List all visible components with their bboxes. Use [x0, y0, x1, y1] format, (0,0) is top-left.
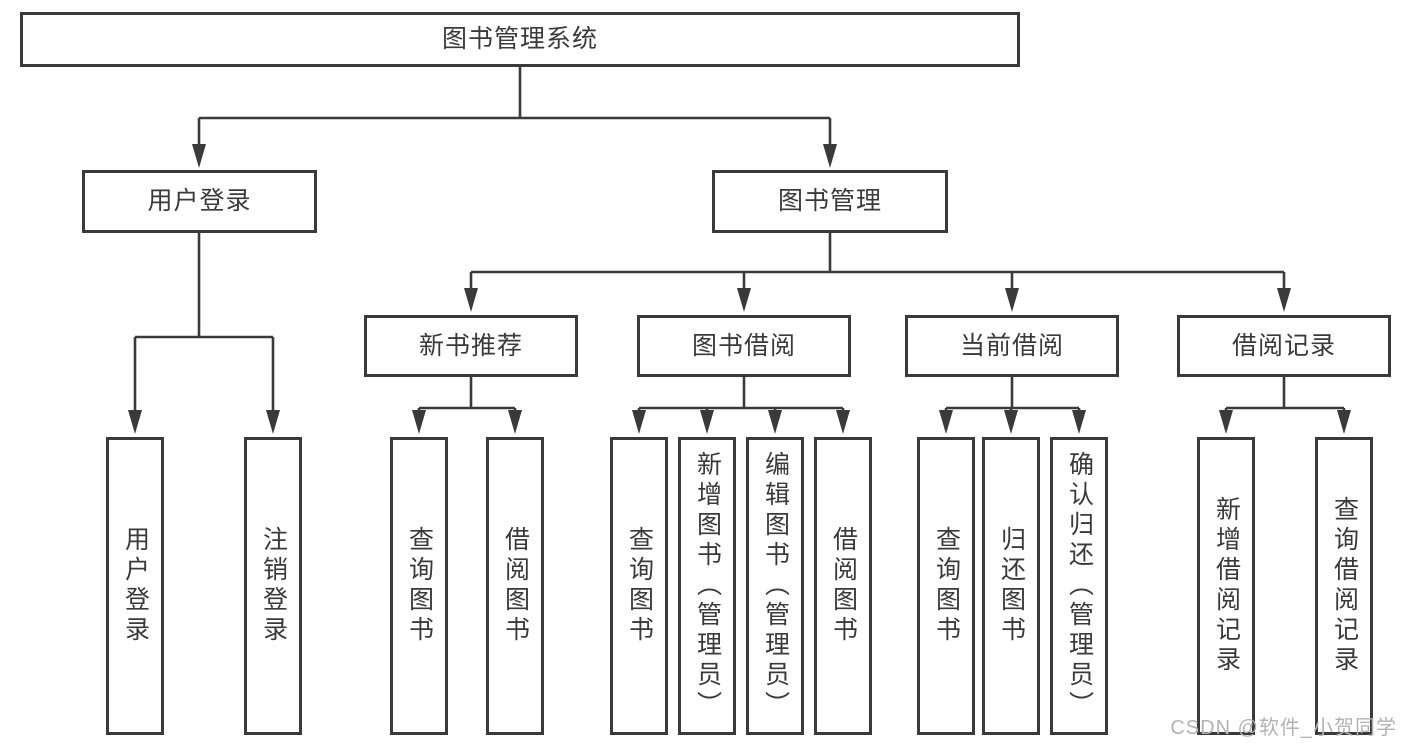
connector-user-login-split — [128, 233, 280, 434]
leaf-borrow-query-label: 查询图书 — [625, 526, 654, 646]
leaf-add-borrow-record: 新增借阅记录 — [1197, 437, 1255, 735]
leaf-current-query: 查询图书 — [917, 437, 975, 735]
node-new-books: 新书推荐 — [364, 315, 578, 377]
node-current-borrow: 当前借阅 — [905, 315, 1119, 377]
leaf-new-books-borrow: 借阅图书 — [486, 437, 544, 735]
node-book-borrow-label: 图书借阅 — [691, 331, 796, 360]
leaf-return-book-label: 归还图书 — [997, 526, 1026, 646]
csdn-watermark: CSDN @软件_小贺同学 — [1170, 717, 1397, 739]
node-borrow-records: 借阅记录 — [1177, 315, 1391, 377]
node-user-login: 用户登录 — [82, 170, 317, 233]
node-book-mgmt-label: 图书管理 — [777, 187, 882, 215]
leaf-query-borrow-record-label: 查询借阅记录 — [1330, 496, 1359, 676]
leaf-logout-label: 注销登录 — [259, 526, 288, 646]
connector-book-borrow-split — [632, 377, 850, 434]
leaf-add-book-admin: 新增图书（管理员） — [678, 437, 736, 735]
leaf-borrow-book: 借阅图书 — [814, 437, 872, 735]
leaf-new-books-query-label: 查询图书 — [405, 526, 434, 646]
leaf-edit-book-admin: 编辑图书（管理员） — [746, 437, 804, 735]
node-root: 图书管理系统 — [20, 12, 1020, 67]
leaf-new-books-borrow-label: 借阅图书 — [501, 526, 530, 646]
leaf-new-books-query: 查询图书 — [390, 437, 448, 735]
node-user-login-label: 用户登录 — [147, 187, 252, 215]
node-root-label: 图书管理系统 — [441, 25, 598, 53]
leaf-confirm-return-admin: 确认归还（管理员） — [1050, 437, 1108, 735]
connector-current-borrow-split — [939, 377, 1086, 434]
leaf-borrow-book-label: 借阅图书 — [829, 526, 858, 646]
node-borrow-records-label: 借阅记录 — [1231, 331, 1336, 360]
leaf-return-book: 归还图书 — [982, 437, 1040, 735]
node-new-books-label: 新书推荐 — [418, 331, 523, 360]
connector-book-mgmt-split — [464, 233, 1291, 312]
leaf-add-borrow-record-label: 新增借阅记录 — [1212, 496, 1241, 676]
leaf-query-borrow-record: 查询借阅记录 — [1315, 437, 1373, 735]
leaf-confirm-return-admin-label: 确认归还（管理员） — [1065, 451, 1094, 721]
node-current-borrow-label: 当前借阅 — [959, 331, 1064, 360]
connector-new-books-split — [412, 377, 522, 434]
node-book-mgmt: 图书管理 — [712, 170, 948, 233]
connector-borrow-records-split — [1219, 377, 1351, 434]
leaf-user-login: 用户登录 — [106, 437, 164, 735]
leaf-current-query-label: 查询图书 — [932, 526, 961, 646]
leaf-add-book-admin-label: 新增图书（管理员） — [693, 451, 722, 721]
connector-root-split — [192, 67, 837, 168]
leaf-logout: 注销登录 — [244, 437, 302, 735]
node-book-borrow: 图书借阅 — [637, 315, 851, 377]
leaf-borrow-query: 查询图书 — [610, 437, 668, 735]
leaf-user-login-label: 用户登录 — [121, 526, 150, 646]
leaf-edit-book-admin-label: 编辑图书（管理员） — [761, 451, 790, 721]
